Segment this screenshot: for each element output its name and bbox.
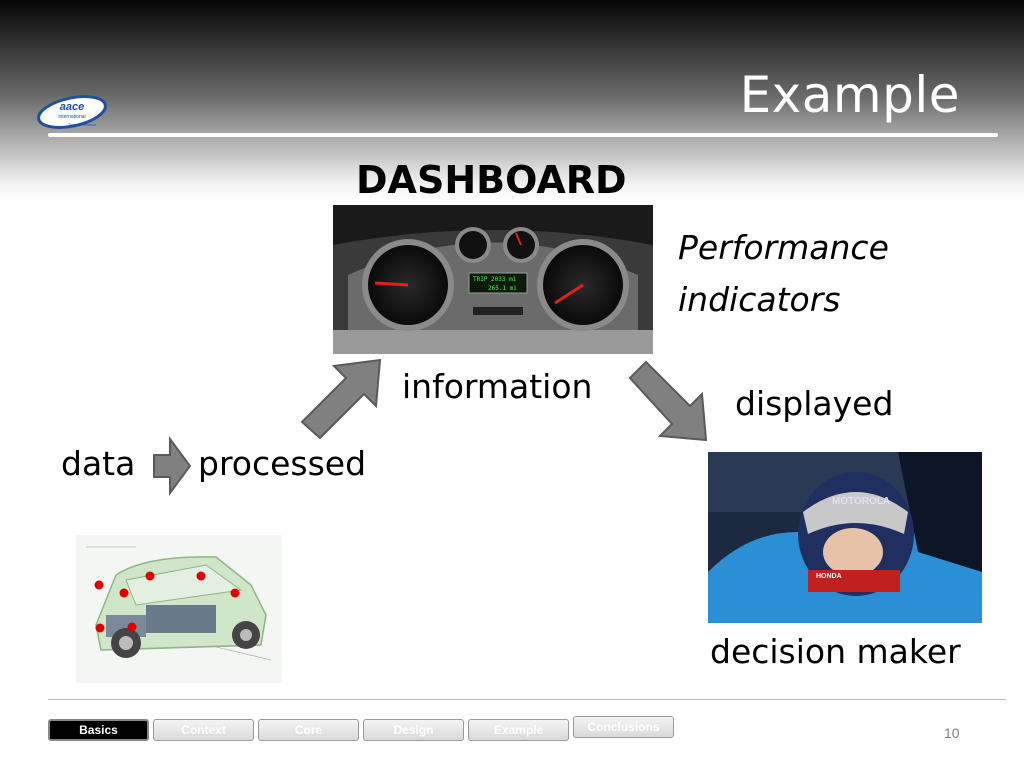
honda-badge-text: HONDA <box>816 573 842 580</box>
sensor-markers <box>94 571 240 633</box>
dashboard-image: TRIP 2033 mi 265.1 mi <box>333 205 653 354</box>
nav-tab-design[interactable]: Design <box>363 719 464 741</box>
footer-rule <box>48 699 1006 700</box>
logo-tag-text: Toronto Section <box>68 122 96 127</box>
nav-tab-basics[interactable]: Basics <box>48 719 149 741</box>
sensor-marker <box>127 622 137 632</box>
logo-sub-text: international <box>58 114 85 120</box>
dashboard-heading: DASHBOARD <box>356 158 627 202</box>
sensor-marker <box>94 580 104 590</box>
helmet-text: MOTOROLA <box>832 496 890 507</box>
nav-tab-conclusions[interactable]: Conclusions <box>573 716 674 738</box>
processed-label: processed <box>198 444 367 483</box>
performance-line-1: Performance <box>678 228 889 267</box>
data-label: data <box>61 444 136 483</box>
trip-display-line2: 265.1 mi <box>488 285 517 292</box>
sensor-marker <box>230 588 240 598</box>
driver-image: MOTOROLA HONDA <box>708 452 982 623</box>
title-rule <box>48 133 998 137</box>
sensor-marker <box>145 571 155 581</box>
nav-tab-example[interactable]: Example <box>468 719 569 741</box>
performance-indicators: Performance indicators <box>678 222 889 326</box>
sensor-marker <box>119 588 129 598</box>
performance-line-2: indicators <box>678 280 841 319</box>
nav-tab-context[interactable]: Context <box>153 719 254 741</box>
slide-title: Example <box>739 66 960 124</box>
header-band <box>0 0 1024 200</box>
displayed-label: displayed <box>735 384 894 423</box>
logo-main-text: aace <box>60 101 84 113</box>
car-cutaway-image <box>76 535 282 683</box>
aace-logo: aace international Toronto Section <box>37 95 107 129</box>
information-label: information <box>402 367 593 406</box>
sensor-marker <box>196 571 206 581</box>
decision-maker-label: decision maker <box>710 632 961 671</box>
page-number: 10 <box>944 725 960 741</box>
trip-display-line1: TRIP 2033 mi <box>473 276 517 283</box>
arrow-right-icon <box>153 435 192 497</box>
arrow-down-right-icon <box>628 360 708 442</box>
arrow-up-right-icon <box>300 358 382 440</box>
nav-tab-core[interactable]: Core <box>258 719 359 741</box>
section-navigation: Basics Context Core Design Example Concl… <box>48 716 678 745</box>
sensor-marker <box>95 623 105 633</box>
